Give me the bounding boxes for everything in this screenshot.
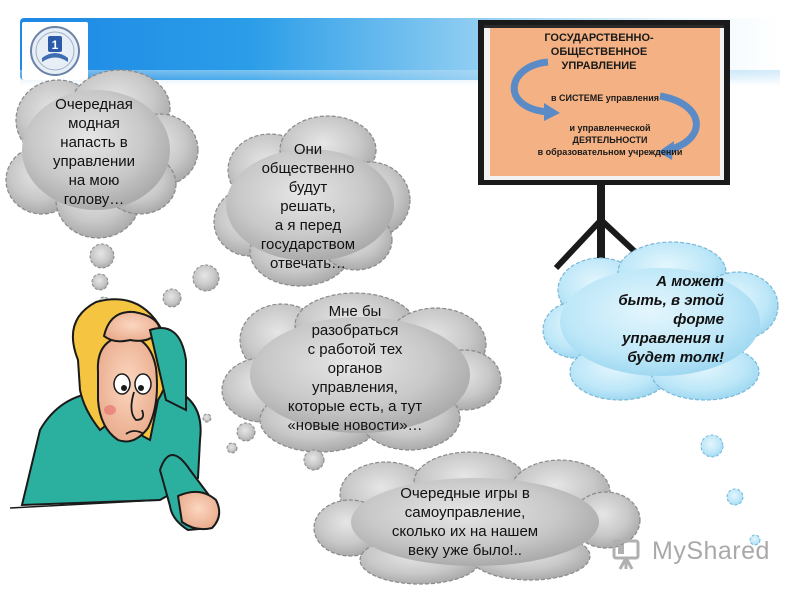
board-title-line-3: УПРАВЛЕНИЕ [561,60,637,72]
answer-line: А может [656,273,724,290]
board-subtitle-a: в СИСТЕМЕ управления [551,93,659,103]
board-line-7: в образовательном учреждении [537,147,683,157]
bubble-2-line: будут [288,179,328,196]
logo-badge-number: 1 [52,38,59,52]
watermark-logo [612,539,640,570]
bubble-1-line: Очередная [55,96,133,113]
presentation-icon [612,539,640,570]
bubble-3-line: с работой тех [307,341,403,358]
logo-emblem-icon: 1 [30,26,80,76]
answer-line: быть, в этой [618,292,724,309]
bubble-2-line: а я перед [274,217,342,234]
worried-man-illustration [9,298,221,532]
bubble-2-line: отвечать… [269,255,347,272]
answer-line: будет толк! [627,349,724,366]
thought-bubble-3 [221,292,502,453]
answer-text: А может быть, в этой форме управления и … [590,272,724,367]
bubble-1-line: модная [68,115,120,132]
bubble-1-line: напасть в [60,134,128,151]
board-line-5: и управленческой [569,123,651,133]
bubble-2-line: Они [293,141,323,158]
bubble-4-line: сколько их на нашем [391,523,539,540]
bubble-1-line: управлении [52,153,136,170]
thought-bubble-1 [5,69,199,239]
board-title-line-2: ОБЩЕСТВЕННОЕ [550,46,648,58]
answer-line: управления и [622,330,724,347]
bubble-4-line: веку уже было!.. [408,542,522,559]
bubble-3-text: Мне бы разобраться с работой тех органов… [250,302,460,435]
board-subtitle-b: и управленческой ДЕЯТЕЛЬНОСТИ в образова… [520,122,700,158]
answer-dots [700,434,761,546]
thought-dots-3 [202,413,256,454]
thought-dots-1 [89,243,115,308]
bubble-4-line: самоуправление, [404,504,526,521]
bubble-3-line: органов [327,360,383,377]
bubble-2-line: решать, [280,198,336,215]
presentation-board [478,20,730,275]
thought-dots-4 [303,449,325,471]
board-line-6: ДЕЯТЕЛЬНОСТИ [572,135,648,145]
bubble-4-text: Очередные игры в самоуправление, сколько… [360,484,570,560]
bubble-3-line: «новые новости»… [287,417,423,434]
bubble-1-line: голову… [63,191,125,208]
bubble-2-text: Они общественно будут решать, а я перед … [238,140,378,273]
bubble-2-line: общественно [261,160,355,177]
bubble-3-line: разобраться [311,322,399,339]
bubble-4-line: Очередные игры в [400,485,530,502]
bubble-3-line: Мне бы [328,303,382,320]
bubble-1-line: на мою [68,172,120,189]
bubble-3-line: управления, [312,379,398,396]
thought-bubble-2 [213,115,411,287]
answer-bubble [542,241,779,401]
thought-bubble-4 [313,451,641,585]
board-title: ГОСУДАРСТВЕННО- ОБЩЕСТВЕННОЕ УПРАВЛЕНИЕ [504,31,694,73]
bubble-1-text: Очередная модная напасть в управлении на… [32,95,156,209]
board-title-line-1: ГОСУДАРСТВЕННО- [544,32,654,44]
bubble-2-line: государством [260,236,356,253]
bubble-3-line: которые есть, а тут [287,398,423,415]
school-logo: 1 [22,22,88,80]
answer-line: форме [673,311,724,328]
watermark-text: MyShared [652,537,770,565]
